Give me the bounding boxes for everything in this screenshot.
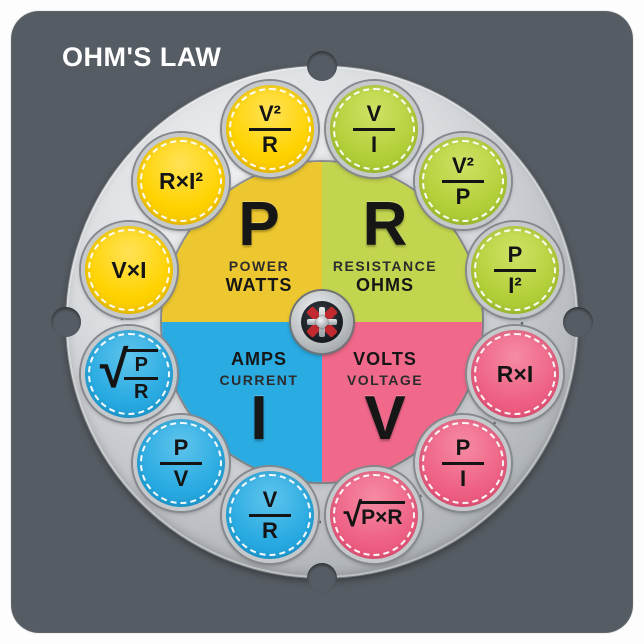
quadrant-resistance-labels: R RESISTANCE OHMS (300, 194, 470, 296)
formula-numerator: P (124, 355, 159, 380)
formula-badge-r-times-i2: R×I² (133, 133, 229, 229)
formula-badge-p-over-i2: P I² (467, 222, 563, 318)
formula-badge-v-times-i: V×I (81, 222, 177, 318)
resistance-letter: R (362, 190, 408, 259)
notch-left (51, 307, 81, 337)
formula-denominator: R (134, 381, 149, 403)
formula-numerator: P (160, 436, 202, 465)
formula-badge-v2-over-p: V² P (415, 133, 511, 229)
page-title: OHM'S LAW (62, 42, 222, 72)
formula-badge-sqrt-p-times-r: √ P×R (326, 467, 422, 563)
radical-sign: √ (343, 496, 363, 534)
voltage-main-label: VOLTS (353, 349, 417, 369)
formula-numerator: V² (249, 102, 291, 131)
formula-badge-p-over-v: P V (133, 415, 229, 511)
notch-top (307, 51, 337, 81)
formula-numerator: V (249, 488, 291, 517)
radical-sign: √ (99, 341, 129, 399)
formula-numerator: V² (442, 154, 484, 183)
current-sub-label: CURRENT (219, 372, 299, 388)
resistance-sub-label: RESISTANCE (332, 258, 438, 274)
formula-text: R×I (496, 360, 534, 387)
formula-denominator: P (455, 183, 471, 209)
stitch-ring (120, 120, 524, 524)
formula-radicand: P×R (359, 501, 405, 530)
resistance-main-label: OHMS (356, 275, 414, 295)
formula-badge-r-times-i: R×I (467, 326, 563, 422)
formula-numerator: P (442, 436, 484, 465)
quadrant-power-labels: P POWER WATTS (174, 194, 344, 296)
hub-center-dot (316, 316, 328, 328)
quadrant-current-labels: AMPS CURRENT I (174, 348, 344, 450)
formula-badge-v-over-r: V R (222, 467, 318, 563)
notch-bottom (307, 563, 337, 593)
ohms-law-wheel: P POWER WATTS R RESISTANCE OHMS AMPS CUR… (162, 162, 482, 482)
power-main-label: WATTS (225, 275, 293, 295)
hub (291, 291, 353, 353)
formula-text: V×I (111, 256, 147, 283)
voltage-letter: V (364, 384, 406, 453)
voltage-sub-label: VOLTAGE (346, 372, 424, 388)
formula-badge-p-over-i: P I (415, 415, 511, 511)
quadrant-voltage-labels: VOLTS VOLTAGE V (300, 348, 470, 450)
formula-numerator: V (353, 102, 395, 131)
formula-badge-v2-over-r: V² R (222, 81, 318, 177)
formula-text: R×I² (158, 167, 204, 194)
notch-right (563, 307, 593, 337)
current-letter: I (250, 384, 268, 453)
formula-badge-sqrt-p-over-r: √ P R (81, 326, 177, 422)
formula-denominator: I (459, 465, 467, 491)
current-main-label: AMPS (230, 349, 287, 369)
formula-denominator: R (262, 517, 278, 543)
formula-badge-v-over-i: V I (326, 81, 422, 177)
formula-numerator: P (494, 243, 536, 272)
formula-denominator: V (173, 465, 189, 491)
formula-denominator: I (370, 131, 378, 157)
formula-denominator: R (262, 131, 278, 157)
power-sub-label: POWER (228, 258, 290, 274)
power-letter: P (238, 190, 280, 259)
formula-denominator: I² (508, 272, 522, 298)
